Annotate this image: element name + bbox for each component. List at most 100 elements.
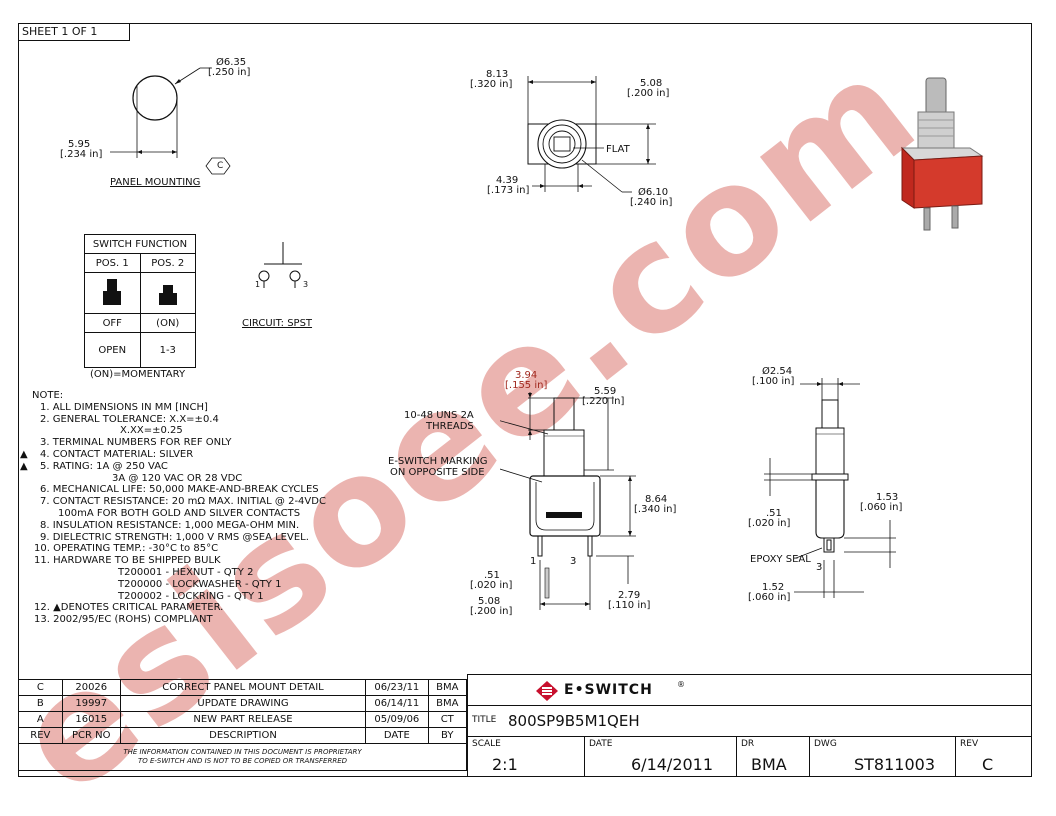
scale-cell: SCALE 2:1 xyxy=(467,736,585,777)
panel-width-inch: [.234 in] xyxy=(60,149,103,160)
side-term-dim-inch: [.110 in] xyxy=(608,600,651,611)
note-line: 100mA FOR BOTH GOLD AND SILVER CONTACTS xyxy=(58,507,301,519)
description-header: DESCRIPTION xyxy=(119,727,367,744)
side-terminal-3: 3 xyxy=(570,556,577,567)
note-line: 12. ▲DENOTES CRITICAL PARAMETER. xyxy=(34,602,224,614)
circuit-label: CIRCUIT: SPST xyxy=(242,318,313,329)
description-cell: UPDATE DRAWING xyxy=(119,695,367,712)
note-line: 6. MECHANICAL LIFE: 50,000 MAKE-AND-BREA… xyxy=(40,484,319,496)
end-width-dim-inch: [.060 in] xyxy=(748,592,791,603)
end-view xyxy=(764,378,896,598)
front-height: 5.08 xyxy=(640,78,663,89)
circuit-symbol xyxy=(258,242,302,288)
side-top-dim-inch: [.155 in] xyxy=(505,380,548,391)
pcr-cell: 16015 xyxy=(61,711,121,728)
end-height-dim-inch: [.060 in] xyxy=(860,502,903,513)
marking-label-2: ON OPPOSITE SIDE xyxy=(390,467,485,478)
date-cell: 05/09/06 xyxy=(365,711,429,728)
panel-mounting-label: PANEL MOUNTING xyxy=(110,177,201,188)
note-line: T200002 - LOCKRING - QTY 1 xyxy=(118,590,264,602)
sheet-label: SHEET 1 OF 1 xyxy=(18,23,130,41)
front-inner-inch: [.173 in] xyxy=(487,185,530,196)
epoxy-seal-label: EPOXY SEAL xyxy=(750,554,811,565)
title-label: TITLE xyxy=(472,715,497,725)
side-view xyxy=(500,392,636,610)
side-term-dim: 2.79 xyxy=(618,590,641,601)
front-view xyxy=(527,76,656,193)
drawn-by-value: BMA xyxy=(751,755,787,774)
date-header: DATE xyxy=(365,727,429,744)
notes-block: NOTE: 1. ALL DIMENSIONS IN MM [INCH] 2. … xyxy=(20,390,326,626)
note-line: X.XX=±0.25 xyxy=(120,425,183,437)
e-switch-logo-icon xyxy=(536,681,558,701)
pcr-header: PCR NO xyxy=(61,727,121,744)
proprietary-notice-2: TO E-SWITCH AND IS NOT TO BE COPIED OR T… xyxy=(137,757,348,765)
brand-registered: ® xyxy=(677,680,685,689)
note-line: 8. INSULATION RESISTANCE: 1,000 MEGA-OHM… xyxy=(40,519,300,531)
panel-diameter-inch: [.250 in] xyxy=(208,67,251,78)
note-line: 4. CONTACT MATERIAL: SILVER xyxy=(40,448,194,460)
side-pin-dim-inch: [.020 in] xyxy=(470,580,513,591)
pcr-cell: 19997 xyxy=(61,695,121,712)
side-span-dim: 5.08 xyxy=(478,596,501,607)
revision-label: REV xyxy=(960,739,979,749)
side-width-dim: 5.59 xyxy=(594,386,617,397)
circuit-terminal-1: 1 xyxy=(255,280,261,289)
panel-rev-tag: C xyxy=(217,161,224,171)
notes-header: NOTE: xyxy=(32,390,64,401)
note-line: 3. TERMINAL NUMBERS FOR REF ONLY xyxy=(40,437,232,449)
drawing-number: ST811003 xyxy=(854,755,936,774)
front-inner: 4.39 xyxy=(496,175,519,186)
pos2-actuator-icon xyxy=(139,272,196,314)
note-line: 3A @ 120 VAC OR 28 VDC xyxy=(112,472,243,484)
drawing-number-cell: DWG ST811003 xyxy=(809,736,956,777)
date-label: DATE xyxy=(589,739,613,749)
switch-3d-image xyxy=(900,77,984,231)
end-gap-dim: .51 xyxy=(766,508,782,519)
pos1-actuator-icon xyxy=(84,272,141,314)
note-line: T200000 - LOCKWASHER - QTY 1 xyxy=(118,578,282,590)
date-value: 6/14/2011 xyxy=(631,755,714,774)
note-line: 10. OPERATING TEMP.: -30°C to 85°C xyxy=(34,543,219,555)
note-line: 7. CONTACT RESISTANCE: 20 mΩ MAX. INITIA… xyxy=(40,496,326,508)
pos1-header: POS. 1 xyxy=(84,253,141,273)
end-terminal-3: 3 xyxy=(816,562,823,573)
brand-name: E•SWITCH xyxy=(564,682,653,698)
brand-cell: E•SWITCH ® xyxy=(467,674,1032,706)
pos2-state: (ON) xyxy=(139,313,196,333)
drawn-by-cell: DR BMA xyxy=(736,736,810,777)
part-number: 800SP9B5M1QEH xyxy=(508,712,640,730)
revision-value: C xyxy=(982,755,994,774)
note-line: 2. GENERAL TOLERANCE: X.X=±0.4 xyxy=(40,413,219,425)
note-line: 9. DIELECTRIC STRENGTH: 1,000 V RMS @SEA… xyxy=(40,531,309,543)
pos1-state: OFF xyxy=(84,313,141,333)
date-cell: 06/23/11 xyxy=(365,679,429,696)
threads-label-2: THREADS xyxy=(426,421,474,432)
note-line: 11. HARDWARE TO BE SHIPPED BULK xyxy=(34,555,221,567)
marking-label: E-SWITCH MARKING xyxy=(388,456,488,467)
pos1-connection: OPEN xyxy=(84,332,141,368)
end-diameter-inch: [.100 in] xyxy=(752,376,795,387)
side-width-dim-inch: [.220 in] xyxy=(582,396,625,407)
front-width-inch: [.320 in] xyxy=(470,79,513,90)
side-body-dim-inch: [.340 in] xyxy=(634,504,677,515)
panel-width: 5.95 xyxy=(68,139,91,150)
critical-icon: ▲ xyxy=(20,448,28,460)
side-body-dim: 8.64 xyxy=(645,494,668,505)
rev-cell: C xyxy=(18,679,63,696)
front-od-inch: [.240 in] xyxy=(630,197,673,208)
circuit-terminal-3: 3 xyxy=(303,280,309,289)
panel-diameter: Ø6.35 xyxy=(216,57,247,68)
note-line: T200001 - HEXNUT - QTY 2 xyxy=(118,566,254,578)
note-line: 5. RATING: 1A @ 250 VAC xyxy=(40,460,168,472)
side-span-dim-inch: [.200 in] xyxy=(470,606,513,617)
side-pin-dim: .51 xyxy=(484,570,500,581)
by-cell: CT xyxy=(427,711,468,728)
rev-cell: A xyxy=(18,711,63,728)
drawing-number-label: DWG xyxy=(814,739,837,749)
by-cell: BMA xyxy=(427,679,468,696)
